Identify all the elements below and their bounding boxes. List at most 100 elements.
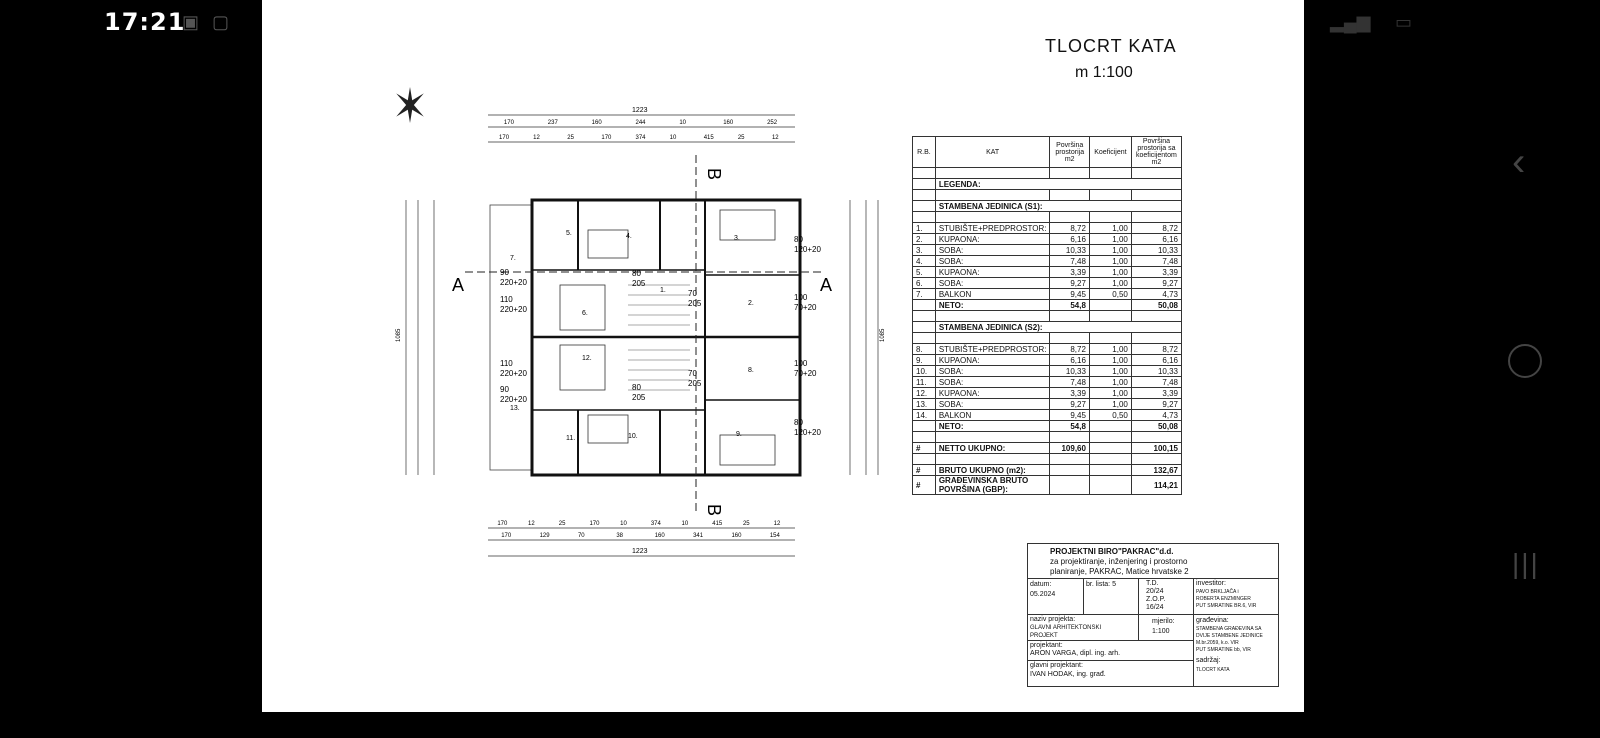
table-cell (912, 299, 936, 311)
door-label: 100 (794, 359, 808, 368)
dim-top-row1-value: 237 (548, 120, 559, 126)
room-label: 13. (510, 405, 520, 412)
dim-bottom-row1-value: 170 (497, 521, 508, 527)
room-label: 6. (582, 310, 588, 317)
area-table-header: R.B. KAT Površina prostorija m2 Koeficij… (912, 136, 1183, 168)
table-cell (912, 453, 936, 465)
dim-top-row2-value: 10 (670, 135, 677, 141)
table-cell: 8,72 (1130, 222, 1183, 234)
section-b-bottom: B (704, 504, 724, 516)
table-section-title: STAMBENA JEDINICA (S1): (934, 200, 1183, 212)
firm-name: PROJEKTNI BIRO"PAKRAC"d.d. (1050, 547, 1174, 556)
door-label: 220+20 (500, 395, 527, 404)
door-label: 90 (500, 268, 509, 277)
door-label: 110 (500, 359, 513, 368)
dim-top-row1-value: 244 (636, 120, 647, 126)
table-blank-row (912, 189, 1183, 201)
table-blank-row (912, 431, 1183, 443)
room-label: 1. (660, 287, 666, 294)
table-cell: 3,39 (1049, 387, 1090, 399)
table-cell: 1,00 (1088, 376, 1132, 388)
dim-bottom-row1-value: 25 (743, 521, 750, 527)
table-cell: 1,00 (1088, 233, 1132, 245)
gradevina-line2: DVIJE STAMBENE JEDINICE (1196, 633, 1263, 639)
dim-bottom-row2-value: 38 (616, 533, 623, 539)
table-cell (1130, 189, 1183, 201)
col-povrsina-koef: Površina prostorija sa koeficijentom m2 (1130, 136, 1183, 168)
td-value: 20/24 (1146, 588, 1164, 595)
table-cell: 8. (912, 343, 936, 355)
section-b-top: B (704, 168, 724, 180)
dim-right-total: 1085 (880, 328, 886, 342)
dim-bottom-row2-value: 129 (540, 533, 551, 539)
back-nav-icon[interactable]: ‹ (1512, 140, 1526, 184)
table-cell (1049, 310, 1090, 322)
table-cell: 50,08 (1130, 420, 1183, 432)
table-cell: 7. (912, 288, 936, 300)
table-cell: 1,00 (1088, 277, 1132, 289)
door-label: 80 (794, 418, 803, 427)
table-cell (1088, 453, 1132, 465)
table-section-title: LEGENDA: (934, 178, 1183, 190)
room-label: 4. (626, 233, 632, 240)
table-cell: 14. (912, 409, 936, 421)
drawing-scale: m 1:100 (1075, 64, 1133, 81)
table-cell: 4,73 (1130, 409, 1183, 421)
table-cell: SOBA: (934, 376, 1051, 388)
table-cell: STUBIŠTE+PREDPROSTOR: (934, 343, 1051, 355)
table-section-title: STAMBENA JEDINICA (S2): (934, 321, 1183, 333)
table-cell (1088, 332, 1132, 344)
table-cell: 6,16 (1049, 354, 1090, 366)
table-cell: 54,8 (1049, 299, 1090, 311)
table-cell: 3,39 (1130, 266, 1183, 278)
dim-top-row1-value: 170 (504, 120, 515, 126)
table-cell: SOBA: (934, 365, 1051, 377)
table-cell (934, 167, 1051, 179)
table-cell: 9,27 (1049, 277, 1090, 289)
dim-top-row1-value: 10 (679, 120, 686, 126)
investitor-line1: PAVO BRKLJAČA i (1196, 589, 1239, 595)
dim-bottom-row1-value: 25 (559, 521, 566, 527)
dim-left-total: 1085 (396, 328, 402, 342)
door-label: 100 (794, 293, 808, 302)
dim-bottom-row1-value: 170 (589, 521, 600, 527)
room-label: 12. (582, 355, 592, 362)
dim-top-row2-value: 374 (636, 135, 647, 141)
table-cell: 1,00 (1088, 343, 1132, 355)
room-label: 7. (510, 255, 516, 262)
table-blank-row (912, 167, 1183, 179)
datum-value: 05.2024 (1030, 591, 1056, 598)
recents-nav-icon[interactable]: ||| (1512, 548, 1540, 579)
table-cell: 1,00 (1088, 387, 1132, 399)
dim-bottom-outer: 1223 (632, 548, 648, 555)
table-cell: 4,73 (1130, 288, 1183, 300)
mjerilo-label: mjerilo: (1152, 618, 1175, 625)
table-blank-row (912, 332, 1183, 344)
room-label: 11. (566, 435, 575, 442)
glavni-projektant-label: glavni projektant: (1030, 662, 1083, 669)
col-rb: R.B. (912, 136, 936, 168)
table-cell: 54,8 (1049, 420, 1090, 432)
table-cell: 8,72 (1049, 222, 1090, 234)
battery-icon: ▭ (1395, 12, 1413, 32)
door-label: 80 (632, 269, 641, 278)
dim-top-row2-value: 12 (533, 135, 540, 141)
br-lista: br. lista: 5 (1086, 581, 1116, 588)
home-nav-icon[interactable] (1508, 344, 1542, 378)
table-legend-row: LEGENDA: (912, 178, 1183, 190)
table-cell (1130, 453, 1183, 465)
door-label: 70+20 (794, 303, 817, 312)
table-cell (1130, 167, 1183, 179)
door-label: 120+20 (794, 245, 821, 254)
